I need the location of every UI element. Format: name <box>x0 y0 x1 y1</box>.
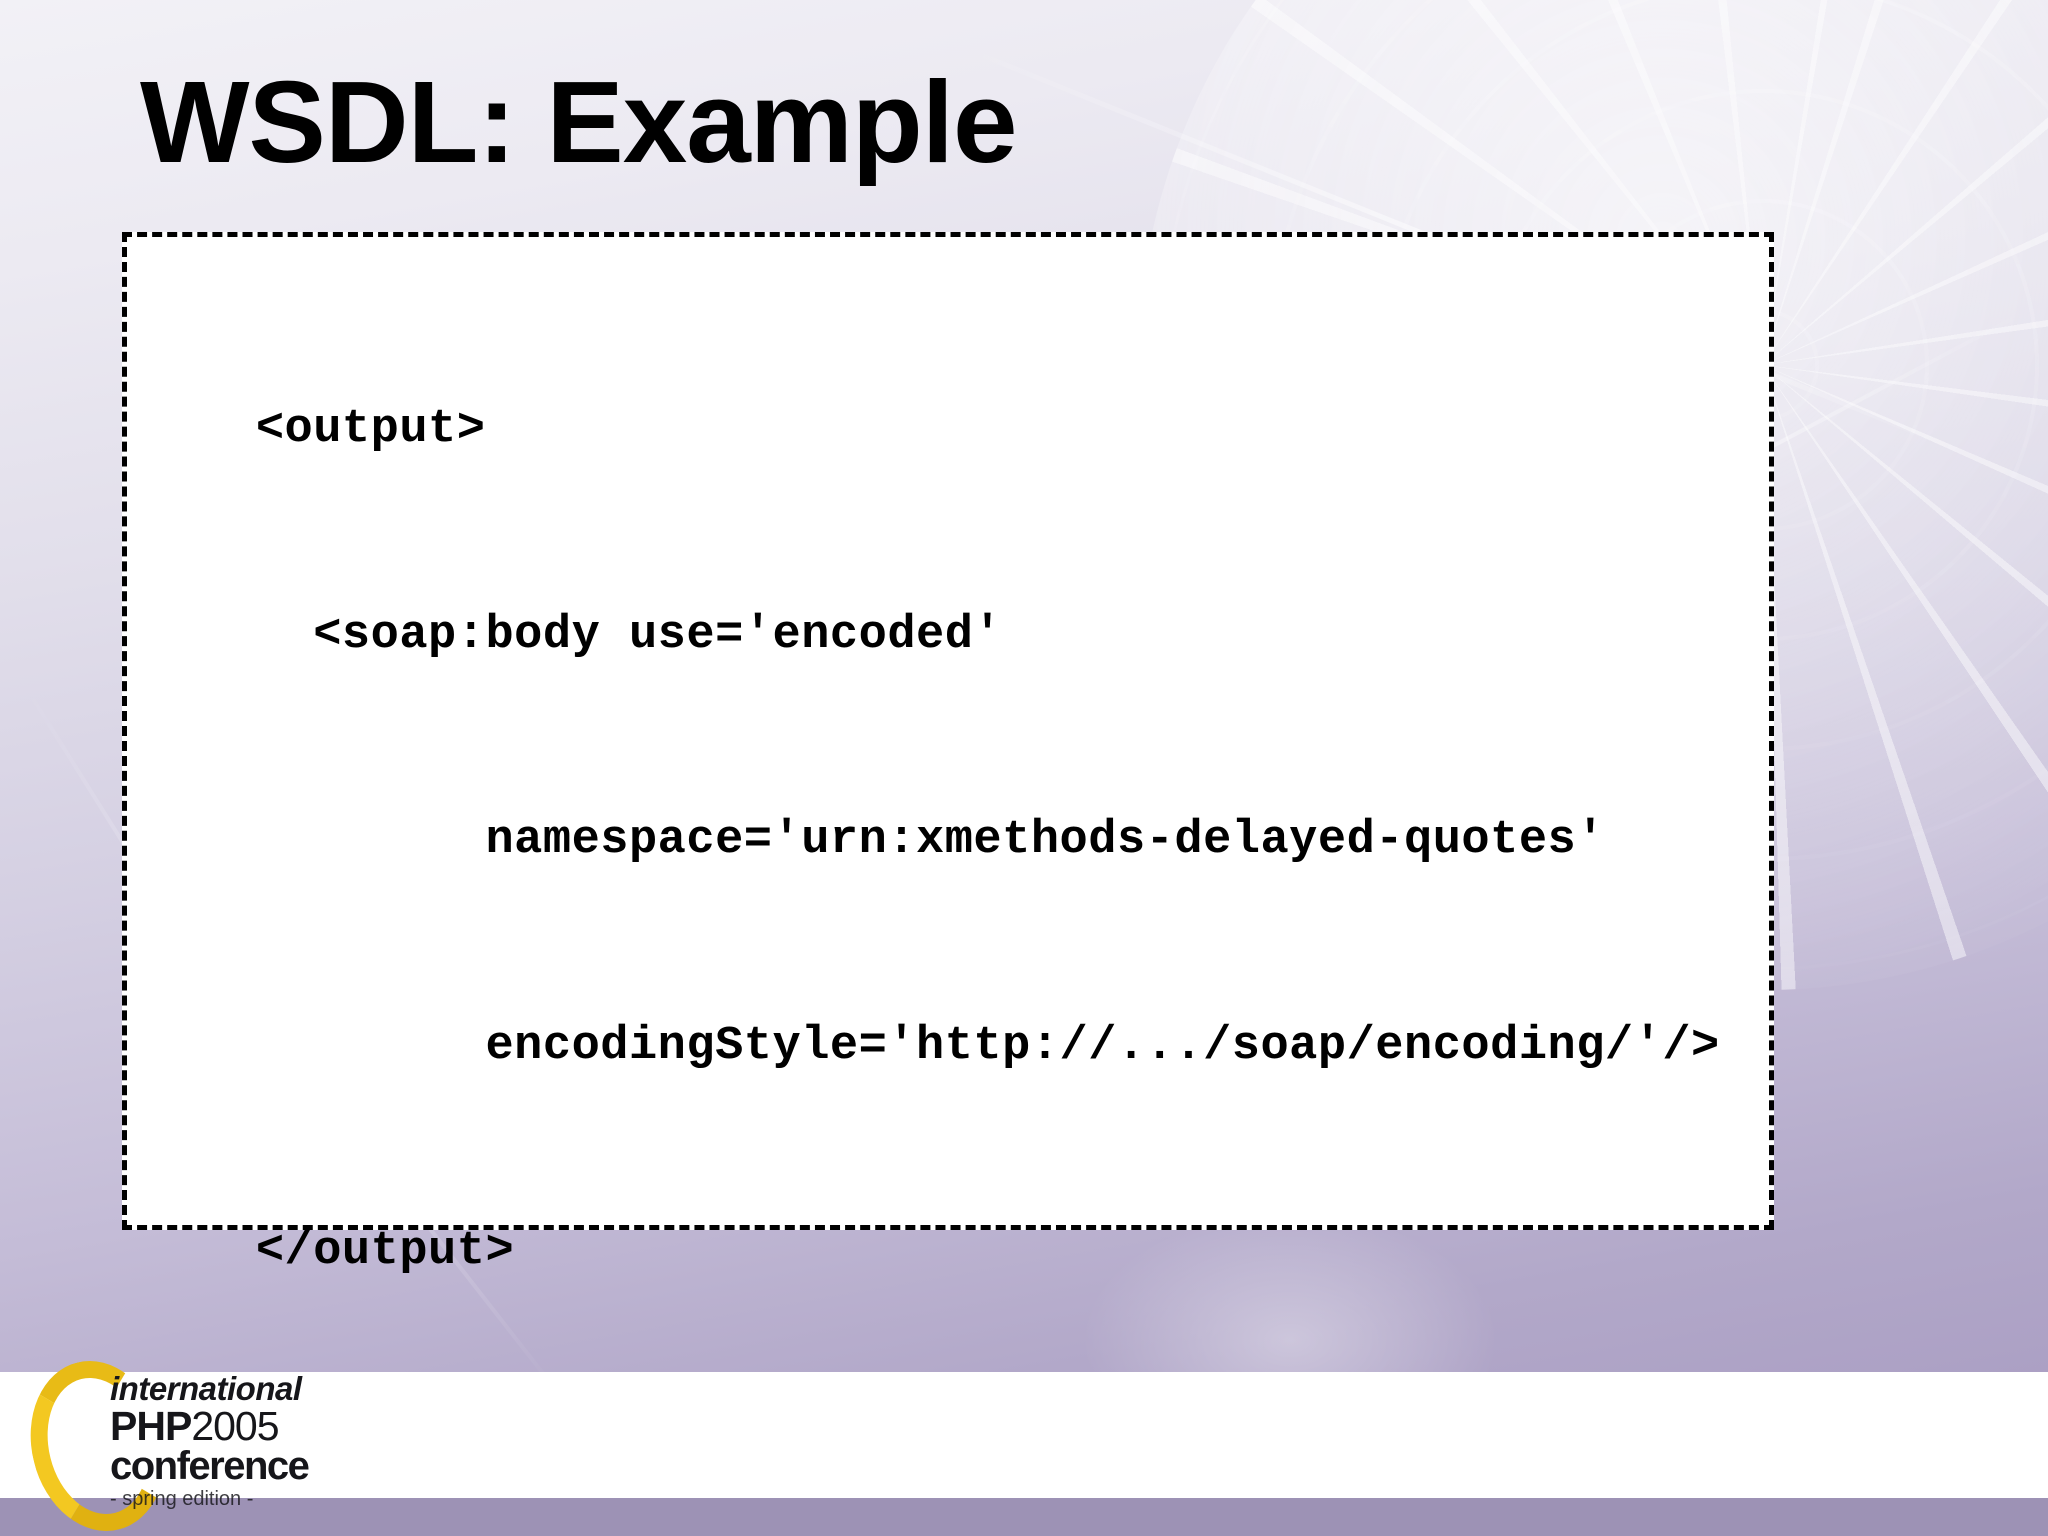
conference-logo: international PHP2005 conference - sprin… <box>13 1346 388 1536</box>
code-line: <soap:body use='encoded' <box>141 608 1003 662</box>
conference-logo-text: international PHP2005 conference - sprin… <box>110 1372 380 1511</box>
page-title: WSDL: Example <box>140 57 1017 187</box>
code-line: encodingStyle='http://.../soap/encoding/… <box>141 1019 1720 1073</box>
code-line: </output> <box>141 1225 515 1278</box>
logo-line-conference: conference <box>110 1444 310 1488</box>
logo-brand: PHP <box>110 1403 192 1449</box>
footer-white-band <box>0 1372 2048 1498</box>
logo-line-php-year: PHP2005 <box>110 1403 380 1449</box>
code-block: <output> <soap:body use='encoded' namesp… <box>122 232 1774 1484</box>
logo-year: 2005 <box>191 1403 279 1449</box>
code-line: <output> <box>141 403 486 456</box>
logo-line-edition: - spring edition - <box>110 1488 254 1510</box>
footer-purple-band <box>0 1498 2048 1536</box>
logo-line-international: international <box>110 1370 302 1407</box>
code-listing: <output> <soap:body use='encoded' namesp… <box>141 259 1769 1536</box>
code-line: namespace='urn:xmethods-delayed-quotes' <box>141 814 1605 867</box>
